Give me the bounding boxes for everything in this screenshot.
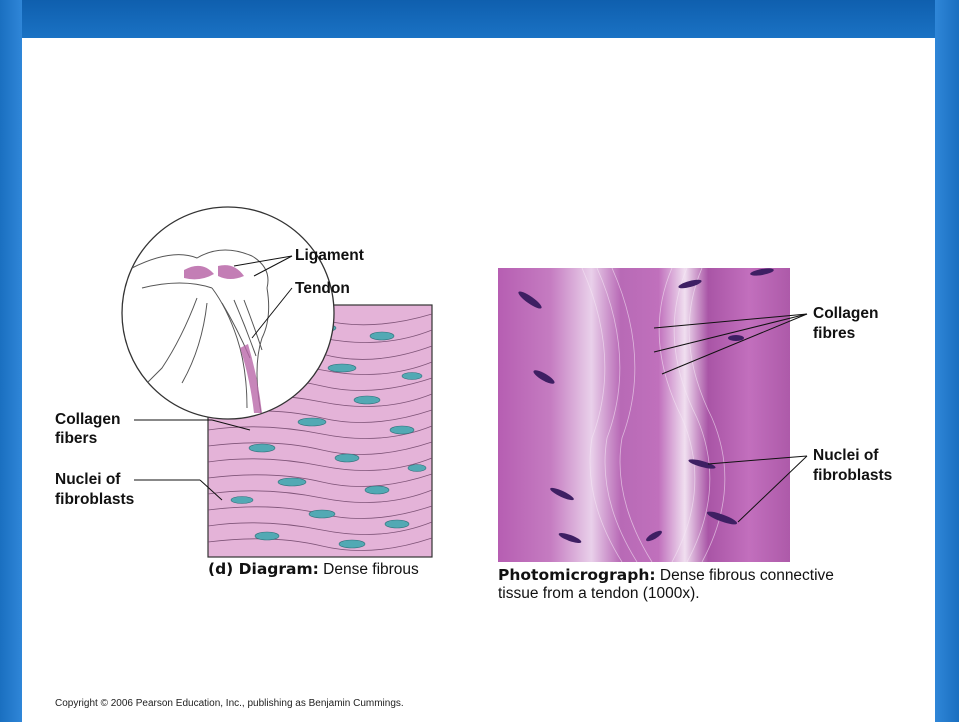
label-collagen-fibers-2: fibers — [55, 430, 97, 448]
slide-frame-left — [0, 0, 22, 722]
slide-frame-right — [935, 0, 959, 722]
photo-caption-text-1: Dense fibrous connective — [656, 567, 834, 584]
photo-caption-text-2: tissue from a tendon (1000x). — [498, 585, 700, 602]
label-photo-nuclei-1: Nuclei of — [813, 447, 878, 465]
copyright-notice: Copyright © 2006 Pearson Education, Inc.… — [55, 698, 404, 709]
label-collagen-fibres-2: fibres — [813, 325, 855, 343]
diagram-caption: (d) Diagram: Dense fibrous — [208, 560, 419, 579]
photo-caption-bold: Photomicrograph: — [498, 566, 656, 584]
label-collagen-fibers-1: Collagen — [55, 411, 120, 429]
label-ligament: Ligament — [295, 247, 364, 265]
label-nuclei-1: Nuclei of — [55, 471, 120, 489]
label-collagen-fibres-1: Collagen — [813, 305, 878, 323]
label-tendon: Tendon — [295, 280, 350, 298]
slide-frame-top — [0, 0, 959, 38]
photomicrograph-caption: Photomicrograph: Dense fibrous connectiv… — [498, 566, 834, 603]
diagram-illustration — [22, 38, 935, 722]
diagram-caption-text: Dense fibrous — [319, 561, 419, 578]
label-photo-nuclei-2: fibroblasts — [813, 467, 892, 485]
photomicrograph-image — [498, 268, 790, 562]
diagram-caption-bold: (d) Diagram: — [208, 560, 319, 578]
label-nuclei-2: fibroblasts — [55, 491, 134, 509]
slide-canvas: Ligament Tendon Collagen fibers Nuclei o… — [22, 38, 935, 722]
